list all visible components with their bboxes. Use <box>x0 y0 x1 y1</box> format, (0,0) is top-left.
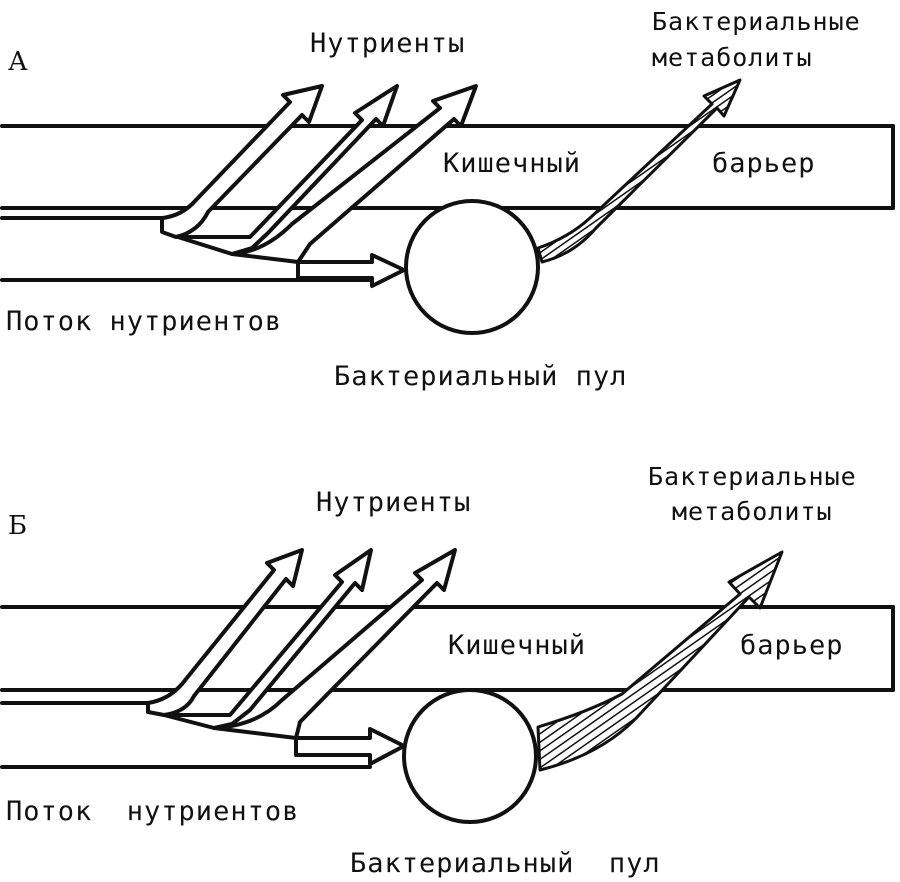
panel-b: Б Нутриенты Бактериальные метаболиты Киш… <box>0 462 895 879</box>
panel-b-metabolites-label-line1: Бактериальные <box>648 462 857 491</box>
panel-a-letter: А <box>8 47 28 77</box>
panel-b-nutrients-label: Нутриенты <box>316 487 471 518</box>
panel-b-pool-label: Бактериальный пул <box>350 848 661 879</box>
panel-b-intestinal-barrier <box>0 605 895 692</box>
panel-a-barrier-label-word2: барьер <box>712 148 816 179</box>
panel-b-metabolite-arrow <box>536 550 784 772</box>
panel-a-pool-label: Бактериальный пул <box>334 361 627 392</box>
panel-a-nutrients-label: Нутриенты <box>310 28 465 59</box>
panel-a-nutrient-arrow-1 <box>160 84 324 239</box>
panel-a-metabolite-arrow <box>536 78 742 264</box>
panel-b-flow-arrow <box>294 727 406 766</box>
panel-b-letter: Б <box>8 511 27 541</box>
panel-a-metabolites-label-line2: метаболиты <box>652 43 813 72</box>
panel-a-barrier-label-word1: Кишечный <box>443 148 581 179</box>
panel-a-flow-label: Поток нутриентов <box>6 306 282 337</box>
panel-b-barrier-label-word2: барьер <box>740 630 844 661</box>
panel-a-metabolites-label-line1: Бактериальные <box>652 7 861 36</box>
panel-b-flow-label: Поток нутриентов <box>6 796 299 827</box>
panel-a-bacterial-pool-circle <box>404 199 540 335</box>
panel-b-barrier-label-word1: Кишечный <box>448 630 586 661</box>
panel-a-flow-arrow <box>296 253 406 288</box>
panel-a-nutrient-arrow-3 <box>230 84 478 264</box>
panel-b-nutrient-arrow-3 <box>212 548 457 740</box>
panel-b-bacterial-pool-circle <box>402 688 538 824</box>
panel-a: А Нутриенты Бактериальные метаболиты Киш… <box>0 7 895 392</box>
panel-b-metabolites-label-line2: метаболиты <box>672 497 833 526</box>
